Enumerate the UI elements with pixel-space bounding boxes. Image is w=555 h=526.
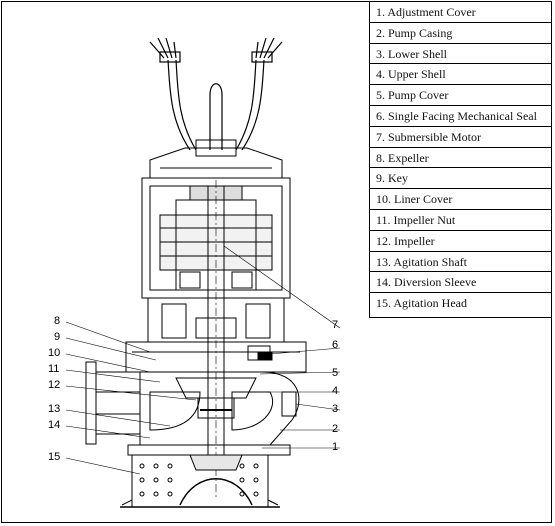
legend-item-1: 1. Adjustment Cover xyxy=(370,2,551,23)
callout-7: 7 xyxy=(332,319,338,331)
callout-10: 10 xyxy=(48,347,60,359)
callout-15: 15 xyxy=(48,451,60,463)
legend-item-7: 7. Submersible Motor xyxy=(370,127,551,148)
discharge-outlet xyxy=(85,361,141,445)
leader-lines-right xyxy=(223,245,341,449)
legend-item-6: 6. Single Facing Mechanical Seal xyxy=(370,106,551,127)
power-cables xyxy=(149,37,283,151)
callout-1: 1 xyxy=(332,441,338,453)
legend-item-3: 3. Lower Shell xyxy=(370,44,551,65)
cage-holes xyxy=(139,463,259,497)
callout-2: 2 xyxy=(332,423,338,435)
cable-entry xyxy=(149,139,283,179)
callout-3: 3 xyxy=(332,403,338,415)
legend-item-11: 11. Impeller Nut xyxy=(370,210,551,231)
pump-casing xyxy=(139,371,300,446)
legend-item-4: 4. Upper Shell xyxy=(370,64,551,86)
callouts-left: 8 9 10 11 12 13 14 15 xyxy=(48,315,60,463)
legend-item-10: 10. Liner Cover xyxy=(370,189,551,210)
upper-shell xyxy=(125,341,307,373)
parts-legend: 1. Adjustment Cover 2. Pump Casing 3. Lo… xyxy=(369,2,551,318)
callout-14: 14 xyxy=(48,419,60,431)
legend-item-12: 12. Impeller xyxy=(370,231,551,252)
callout-9: 9 xyxy=(54,331,60,343)
legend-item-13: 13. Agitation Shaft xyxy=(370,252,551,273)
callout-13: 13 xyxy=(48,403,60,415)
legend-item-14: 14. Diversion Sleeve xyxy=(370,272,551,294)
callout-12: 12 xyxy=(48,379,60,391)
callout-4: 4 xyxy=(332,385,338,397)
legend-item-9: 9. Key xyxy=(370,168,551,190)
leader-lines-left xyxy=(65,321,197,475)
callout-6: 6 xyxy=(332,339,338,351)
callouts-right: 7 6 5 4 3 2 1 xyxy=(332,319,338,453)
callout-11: 11 xyxy=(48,363,59,375)
callout-8: 8 xyxy=(54,315,60,327)
callout-5: 5 xyxy=(332,367,338,379)
impeller xyxy=(175,377,257,419)
agitation-cage xyxy=(120,444,291,508)
legend-item-5: 5. Pump Cover xyxy=(370,85,551,106)
legend-item-15: 15. Agitation Head xyxy=(376,296,467,311)
legend-item-8: 8. Expeller xyxy=(370,148,551,169)
legend-item-2: 2. Pump Casing xyxy=(370,23,551,44)
